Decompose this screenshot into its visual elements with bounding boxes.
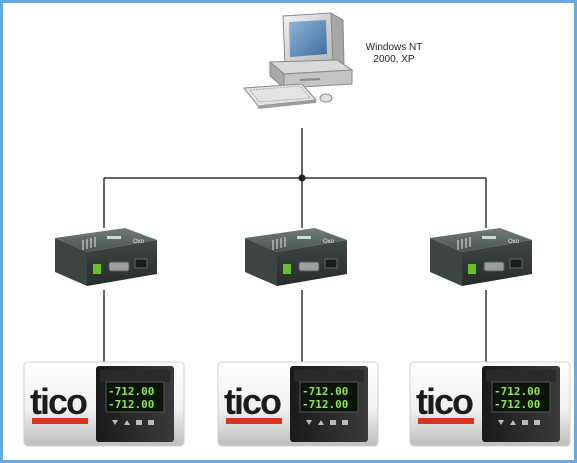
tico-logo: tico bbox=[30, 381, 89, 424]
svg-text:Oxo: Oxo bbox=[323, 239, 335, 245]
junction-dot bbox=[298, 174, 306, 182]
tico-brand: tico bbox=[224, 381, 281, 422]
display-bottom: -712.00 bbox=[302, 398, 348, 411]
os-label: Windows NT 2000, XP bbox=[354, 42, 434, 66]
panel-controller-icon: -712.00 -712.00 bbox=[290, 366, 368, 442]
bus-lines bbox=[103, 128, 487, 368]
os-label-line-1: Windows NT bbox=[365, 42, 423, 53]
panel-controller-icon: -712.00 -712.00 bbox=[96, 366, 174, 442]
panel-controller-icon: -712.00 -712.00 bbox=[482, 366, 560, 442]
svg-text:Oxo: Oxo bbox=[133, 239, 145, 245]
controller-card-1: tico -712.00 -712.00 bbox=[23, 361, 185, 447]
display-top: -712.00 bbox=[302, 385, 348, 398]
tico-logo: tico bbox=[416, 381, 475, 424]
controller-card-3: tico -712.00 -712.00 bbox=[409, 361, 571, 447]
os-label-line-2: 2000, XP bbox=[373, 54, 415, 65]
converter-1: Oxo bbox=[55, 228, 157, 286]
svg-text:Oxo: Oxo bbox=[508, 239, 520, 245]
serial-converter-icon: Oxo bbox=[245, 228, 347, 286]
tico-brand: tico bbox=[416, 381, 473, 422]
desktop-computer-icon bbox=[243, 12, 354, 109]
converter-3: Oxo bbox=[430, 228, 532, 286]
display-bottom: -712.00 bbox=[108, 398, 154, 411]
display-bottom: -712.00 bbox=[494, 398, 540, 411]
serial-converter-icon: Oxo bbox=[430, 228, 532, 286]
controller-card-2: tico -712.00 -712.00 bbox=[217, 361, 379, 447]
converter-2: Oxo bbox=[245, 228, 347, 286]
tico-logo: tico bbox=[224, 381, 283, 424]
serial-converter-icon: Oxo bbox=[55, 228, 157, 286]
display-top: -712.00 bbox=[108, 385, 154, 398]
display-top: -712.00 bbox=[494, 385, 540, 398]
tico-brand: tico bbox=[30, 381, 87, 422]
